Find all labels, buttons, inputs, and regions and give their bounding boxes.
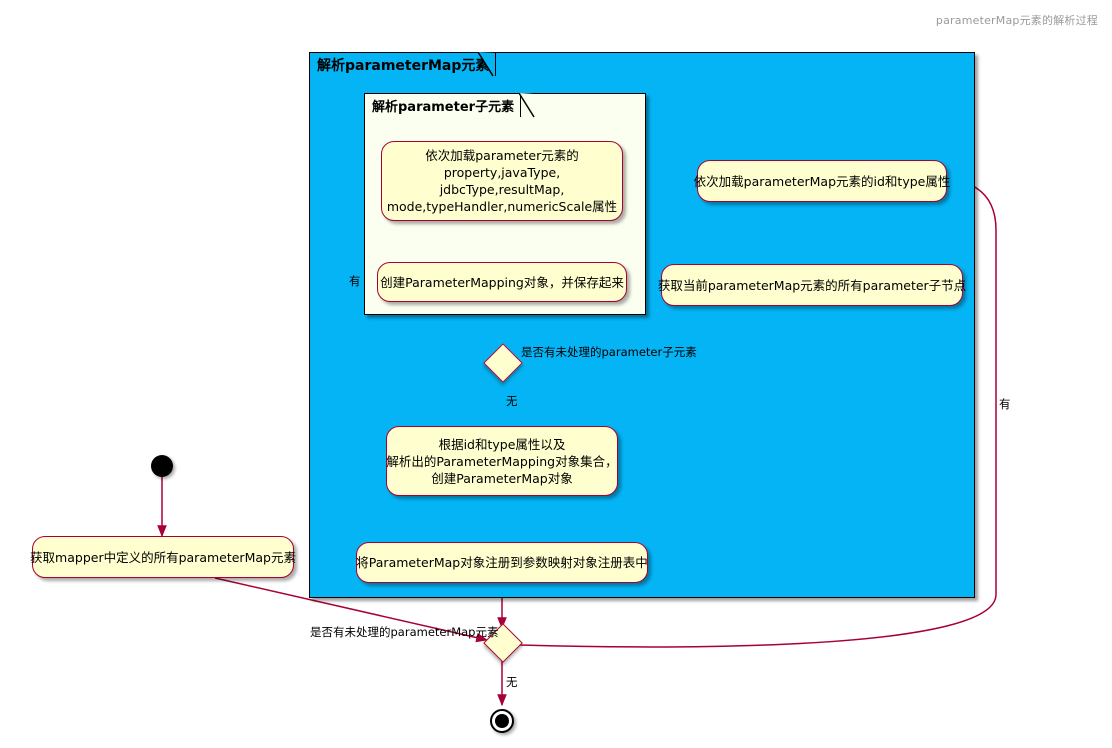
partition-outer-label-bar: 解析parameterMap元素 (309, 52, 497, 76)
activity-line: 获取当前parameterMap元素的所有parameter子节点 (657, 277, 967, 293)
edge-label-decision-parametermap-yes: 有 (999, 397, 1011, 411)
partition-inner-label-bar: 解析parameter子元素 (364, 93, 522, 117)
activity-create-parametermap-object[interactable]: 根据id和type属性以及 解析出的ParameterMapping对象集合， … (386, 426, 618, 496)
edge-label-decision-parametermap-no: 无 (506, 675, 518, 689)
activity-create-parametermapping-object[interactable]: 创建ParameterMapping对象，并保存起来 (377, 262, 627, 302)
edge-label-decision-parameter-no: 无 (506, 394, 518, 408)
partition-inner-label: 解析parameter子元素 (372, 100, 515, 115)
activity-line: 创建ParameterMapping对象，并保存起来 (380, 274, 624, 290)
end-node (490, 709, 514, 733)
activity-line: 依次加载parameter元素的 (425, 148, 579, 163)
activity-line: 获取mapper中定义的所有parameterMap元素 (30, 549, 296, 565)
activity-line: 创建ParameterMap对象 (431, 470, 573, 486)
activity-line: 将ParameterMap对象注册到参数映射对象注册表中 (356, 555, 648, 570)
edge-decision-map-yes-loop (518, 175, 997, 648)
activity-line: 解析出的ParameterMapping对象集合， (386, 453, 618, 469)
activity-load-parameter-attrs[interactable]: 依次加载parameter元素的 property,javaType, jdbc… (381, 141, 623, 221)
activity-get-all-parametermap-elements[interactable]: 获取mapper中定义的所有parameterMap元素 (30, 536, 296, 578)
partition-inner-label-corner (519, 93, 535, 118)
end-node-center (495, 714, 509, 728)
activity-register-parametermap-object[interactable]: 将ParameterMap对象注册到参数映射对象注册表中 (356, 542, 648, 583)
activity-get-parameter-child-nodes[interactable]: 获取当前parameterMap元素的所有parameter子节点 (657, 264, 967, 306)
activity-load-parametermap-id-type-attrs[interactable]: 依次加载parameterMap元素的id和type属性 (694, 160, 950, 202)
edge-label-decision-parameter-question: 是否有未处理的parameter子元素 (521, 345, 697, 359)
edge-label-decision-parametermap-question: 是否有未处理的parameterMap元素 (310, 625, 499, 639)
activity-line: jdbcType,resultMap, (439, 182, 565, 197)
partition-outer-label: 解析parameterMap元素 (317, 57, 490, 74)
activity-line: 根据id和type属性以及 (438, 436, 566, 452)
activity-line: mode,typeHandler,numericScale属性 (386, 199, 618, 214)
start-node (151, 455, 173, 477)
activity-line: 依次加载parameterMap元素的id和type属性 (693, 173, 951, 189)
activity-line: property,javaType, (443, 165, 561, 180)
edge-get-all-to-decision-map (214, 577, 489, 643)
edge-label-decision-parameter-yes: 有 (349, 274, 361, 288)
diagram-title: parameterMap元素的解析过程 (935, 14, 1098, 27)
partition-outer-label-corner (478, 52, 494, 77)
